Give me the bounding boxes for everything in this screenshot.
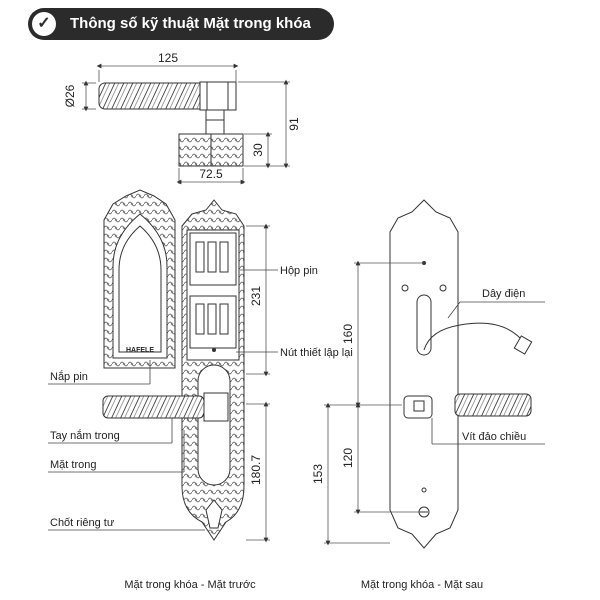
top-view bbox=[98, 81, 244, 167]
dim-rear-160: 160 bbox=[341, 324, 355, 344]
rear-dimensions bbox=[324, 260, 424, 546]
label-reset-button: Nút thiết lập lại bbox=[280, 347, 353, 359]
front-dimensions bbox=[246, 223, 270, 543]
rear-handle bbox=[454, 393, 532, 417]
dim-top-height: 91 bbox=[287, 117, 301, 131]
rear-wire bbox=[423, 322, 533, 355]
dim-plate-lower: 180.7 bbox=[249, 455, 263, 485]
label-battery-cover: Nắp pin bbox=[50, 370, 88, 383]
top-dimensions bbox=[82, 63, 290, 185]
top-handle-hub bbox=[199, 81, 237, 111]
rear-callouts bbox=[431, 301, 545, 445]
battery-cover-plate bbox=[103, 189, 176, 369]
label-wire: Dây điện bbox=[482, 288, 525, 300]
caption-rear: Mặt trong khóa - Mặt sau bbox=[361, 579, 483, 591]
dim-base-height: 30 bbox=[251, 143, 265, 157]
front-inner-plate bbox=[181, 199, 245, 541]
label-inner-face: Mặt trong bbox=[50, 459, 96, 471]
check-circle-icon: ✓ bbox=[32, 12, 56, 36]
header-title: Thông số kỹ thuật Mặt trong khóa bbox=[70, 15, 311, 32]
section-header: ✓ Thông số kỹ thuật Mặt trong khóa bbox=[28, 8, 334, 40]
dim-base-width: 72.5 bbox=[199, 167, 223, 181]
label-battery-box: Hộp pin bbox=[280, 265, 318, 277]
dim-rear-120: 120 bbox=[341, 448, 355, 468]
label-reversing-screw: Vít đảo chiều bbox=[462, 431, 526, 443]
rear-plate bbox=[389, 199, 459, 549]
front-callouts bbox=[48, 269, 278, 531]
label-privacy-latch: Chốt riêng tư bbox=[50, 517, 115, 529]
caption-front: Mặt trong khóa - Mặt trước bbox=[124, 579, 256, 591]
front-handle bbox=[102, 392, 229, 422]
brand-logo: HAFELE bbox=[126, 347, 154, 354]
label-handle: Tay nắm trong bbox=[50, 429, 120, 442]
reset-button-dot bbox=[212, 348, 216, 352]
dim-rear-153: 153 bbox=[311, 464, 325, 484]
dim-plate-upper: 231 bbox=[249, 286, 263, 306]
top-spindle bbox=[205, 109, 225, 135]
dim-top-width: 125 bbox=[158, 51, 178, 65]
dim-top-diameter: Ø26 bbox=[63, 84, 77, 107]
